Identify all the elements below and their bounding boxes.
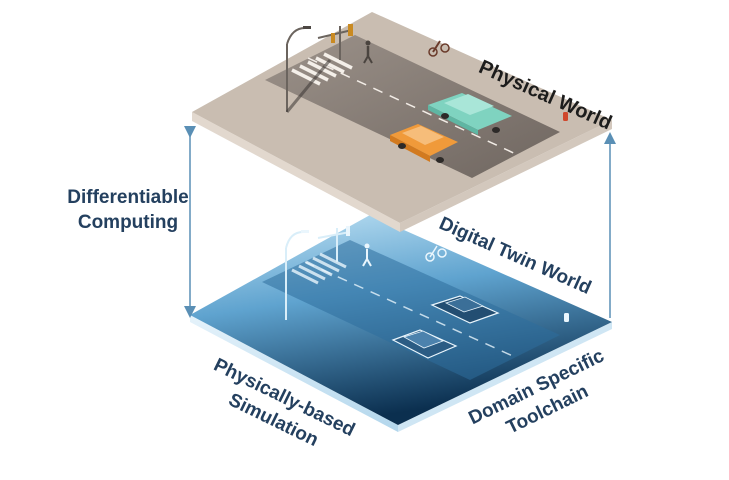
- traffic-light-icon: [317, 24, 353, 60]
- cyclist-icon: [428, 40, 450, 57]
- differentiable-computing-line-1: Differentiable: [67, 187, 189, 208]
- connector-lines: [184, 126, 616, 318]
- car-icon: [390, 124, 458, 163]
- digital-platform-side-left: [190, 315, 398, 432]
- physical-world-platform: [192, 12, 612, 232]
- physical-crosswalk: [291, 52, 353, 86]
- car-icon: [428, 93, 512, 135]
- fire-hydrant-icon: [563, 112, 568, 121]
- digital-crosswalk: [291, 252, 347, 285]
- differentiable-computing-line-2: Computing: [77, 212, 179, 233]
- digital-twin-platform: [190, 215, 612, 432]
- car-icon: [391, 329, 458, 359]
- differentiable-computing-label: Differentiable Computing: [58, 188, 198, 232]
- cyclist-icon: [425, 245, 447, 262]
- digital-platform-side-right: [398, 322, 612, 432]
- fire-hydrant-icon: [564, 313, 569, 322]
- pedestrian-icon: [362, 243, 372, 267]
- street-lamp-icon: [285, 26, 332, 113]
- physical-platform-side-right: [400, 120, 612, 232]
- pedestrian-icon: [363, 40, 373, 64]
- physical-platform-side-left: [192, 112, 400, 232]
- car-icon: [430, 295, 500, 324]
- traffic-light-icon: [317, 226, 351, 262]
- street-lamp-icon: [285, 230, 309, 320]
